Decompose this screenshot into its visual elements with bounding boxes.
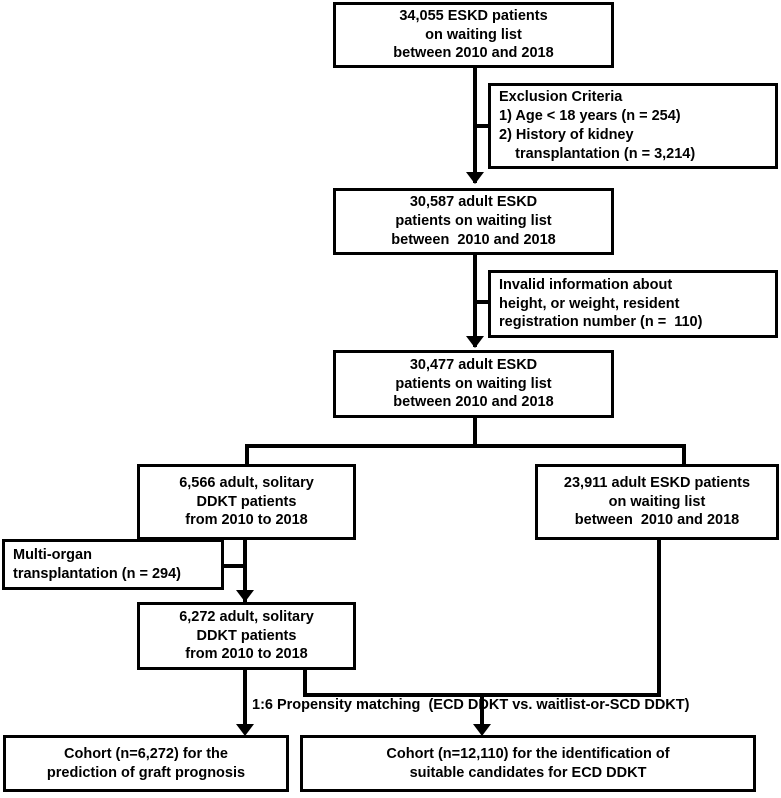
total-cohort-line-3: between 2010 and 2018	[393, 45, 554, 62]
connector-matching-to-identification	[480, 693, 484, 730]
arrowhead-adult-cohort	[466, 172, 484, 184]
waitlist-cohort-line-2: on waiting list	[608, 493, 706, 510]
solitary-ddkt-line-1: 6,272 adult, solitary	[179, 608, 314, 625]
connector-split-left	[245, 444, 249, 466]
arrowhead-valid-cohort	[466, 336, 484, 348]
adult-cohort-line-1: 30,587 adult ESKD	[409, 194, 538, 211]
box-multi-organ: Multi-organ transplantation (n = 294)	[2, 539, 224, 590]
ddkt-cohort-line-2: DDKT patients	[196, 493, 297, 510]
box-adult-cohort: 30,587 adult ESKD patients on waiting li…	[333, 188, 614, 255]
multi-organ-line-1: Multi-organ	[13, 546, 92, 563]
box-ddkt-cohort: 6,566 adult, solitary DDKT patients from…	[137, 464, 356, 540]
box-invalid-info: Invalid information about height, or wei…	[488, 270, 778, 338]
box-exclusion-criteria: Exclusion Criteria 1) Age < 18 years (n …	[488, 83, 778, 169]
connector-solitary-right-down	[303, 670, 307, 697]
box-cohort-prognosis: Cohort (n=6,272) for the prediction of g…	[3, 735, 289, 792]
box-waitlist-cohort: 23,911 adult ESKD patients on waiting li…	[535, 464, 779, 540]
connector-multiorgan-stub	[222, 564, 247, 568]
cohort-identification-line-1: Cohort (n=12,110) for the identification…	[386, 745, 670, 762]
connector-solitary-to-prognosis	[243, 670, 247, 730]
exclusion-line-1: Exclusion Criteria	[499, 89, 623, 106]
cohort-prognosis-line-1: Cohort (n=6,272) for the	[64, 745, 228, 762]
connector-split-bar	[245, 444, 686, 448]
waitlist-cohort-line-1: 23,911 adult ESKD patients	[563, 474, 751, 491]
connector-valid-down	[473, 418, 477, 448]
invalid-info-line-3: registration number (n = 110)	[499, 314, 703, 331]
invalid-info-line-2: height, or weight, resident	[499, 295, 680, 312]
box-solitary-ddkt: 6,272 adult, solitary DDKT patients from…	[137, 602, 356, 670]
exclusion-line-3: 2) History of kidney	[499, 127, 634, 143]
solitary-ddkt-line-3: from 2010 to 2018	[185, 646, 308, 663]
adult-cohort-line-2: patients on waiting list	[395, 213, 552, 230]
cohort-prognosis-line-2: prediction of graft prognosis	[46, 764, 246, 781]
arrowhead-solitary-ddkt	[236, 590, 254, 602]
valid-cohort-line-2: patients on waiting list	[395, 375, 552, 392]
cohort-identification-line-2: suitable candidates for ECD DDKT	[409, 764, 647, 781]
valid-cohort-line-3: between 2010 and 2018	[393, 394, 554, 411]
propensity-matching-label: 1:6 Propensity matching (ECD DDKT vs. wa…	[252, 697, 690, 713]
total-cohort-line-1: 34,055 ESKD patients	[399, 7, 548, 24]
waitlist-cohort-line-3: between 2010 and 2018	[574, 512, 740, 529]
connector-ddkt-to-solitary	[243, 540, 247, 602]
valid-cohort-line-1: 30,477 adult ESKD	[409, 356, 538, 373]
box-total-cohort: 34,055 ESKD patients on waiting list bet…	[333, 2, 614, 68]
ddkt-cohort-line-1: 6,566 adult, solitary	[179, 474, 314, 491]
box-cohort-identification: Cohort (n=12,110) for the identification…	[300, 735, 756, 792]
connector-waitlist-down	[657, 540, 661, 697]
adult-cohort-line-3: between 2010 and 2018	[391, 231, 556, 248]
total-cohort-line-2: on waiting list	[425, 26, 522, 43]
invalid-info-line-1: Invalid information about	[499, 276, 673, 293]
arrowhead-cohort-identification	[473, 724, 491, 736]
solitary-ddkt-line-2: DDKT patients	[196, 627, 297, 644]
exclusion-line-4: transplantation (n = 3,214)	[499, 145, 696, 162]
multi-organ-line-2: transplantation (n = 294)	[13, 565, 181, 582]
connector-split-right	[682, 444, 686, 466]
ddkt-cohort-line-3: from 2010 to 2018	[185, 512, 308, 529]
arrowhead-cohort-prognosis	[236, 724, 254, 736]
box-valid-cohort: 30,477 adult ESKD patients on waiting li…	[333, 350, 614, 418]
exclusion-line-2: 1) Age < 18 years (n = 254)	[499, 108, 681, 125]
